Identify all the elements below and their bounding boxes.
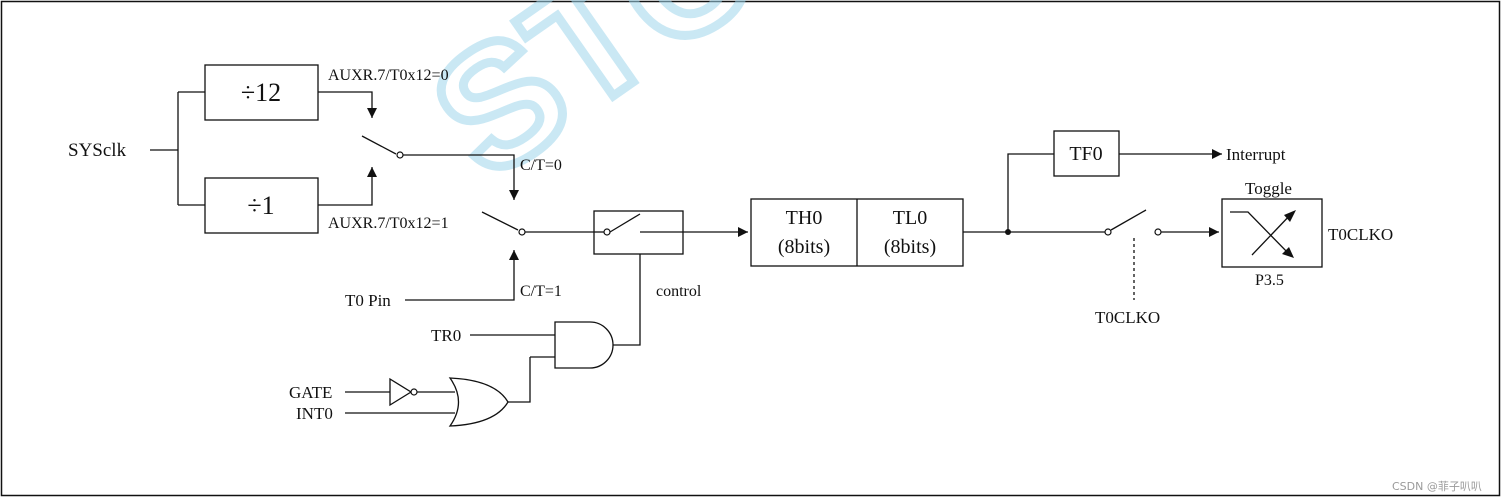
t0-pin-label: T0 Pin (345, 291, 391, 310)
t0x12-select-switch (361, 135, 404, 159)
ct-1-label: C/T=1 (520, 283, 562, 300)
sysclk-label: SYSclk (68, 140, 127, 161)
control-label: control (656, 283, 702, 300)
t0clko-output-label: T0CLKO (1328, 225, 1393, 244)
divide-by-12-label: ÷12 (241, 78, 281, 107)
t0clko-switch (1104, 209, 1162, 300)
t0clko-switch-label: T0CLKO (1095, 308, 1160, 327)
tf0-flag-box (1053, 130, 1120, 177)
tf0-label: TF0 (1069, 143, 1102, 165)
gate-label: GATE (289, 383, 332, 402)
control-switch (593, 210, 684, 255)
t0-pin-wire (405, 250, 519, 301)
sysclk-split-wire (150, 91, 205, 206)
and-to-control-wire (613, 254, 641, 346)
p35-pin-label: P3.5 (1255, 272, 1284, 289)
tl0-label: TL0 (893, 207, 927, 229)
divide-by-12-box (204, 64, 319, 121)
not-gate (389, 377, 418, 407)
toggle-label: Toggle (1245, 179, 1292, 198)
div1-to-switch-wire (318, 167, 377, 206)
csdn-credit: CSDN @菲子叭叭 (1392, 480, 1482, 493)
ct-0-label: C/T=0 (520, 157, 562, 174)
div12-to-switch-wire (318, 91, 377, 118)
divide-by-1-label: ÷1 (247, 191, 274, 220)
or-to-and-wire (508, 356, 555, 403)
th0-bits-label: (8bits) (778, 236, 830, 258)
overflow-wire (1007, 153, 1054, 232)
interrupt-label: Interrupt (1226, 145, 1286, 164)
and-gate (554, 321, 614, 369)
or-gate (448, 377, 509, 427)
auxr-t0x12-0-label: AUXR.7/T0x12=0 (328, 67, 449, 84)
int0-label: INT0 (296, 404, 333, 423)
clock-to-ct-switch-wire (403, 154, 519, 200)
tr0-label: TR0 (431, 326, 461, 345)
toggle-box (1221, 198, 1323, 268)
tl0-bits-label: (8bits) (884, 236, 936, 258)
th0-label: TH0 (786, 207, 823, 229)
auxr-t0x12-1-label: AUXR.7/T0x12=1 (328, 215, 449, 232)
